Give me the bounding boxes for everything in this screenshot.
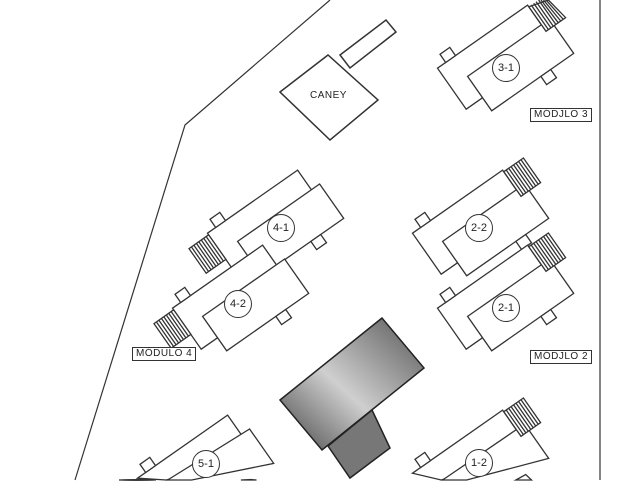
stair-step xyxy=(193,244,212,271)
caney-building xyxy=(278,18,398,142)
stair-step xyxy=(538,0,557,25)
stair-step xyxy=(520,159,539,185)
stair-step xyxy=(545,234,564,260)
stair-step xyxy=(530,244,549,270)
stair-step xyxy=(510,166,529,192)
stairs xyxy=(502,397,542,438)
unit-3-1-label: 3-1 xyxy=(492,54,520,82)
module-3-label: MÓDJLO 3 xyxy=(530,108,593,122)
stair-step xyxy=(508,407,527,434)
stairs xyxy=(502,157,542,198)
stair-step xyxy=(510,406,529,432)
stair-step xyxy=(520,399,539,425)
stair-step xyxy=(535,241,554,267)
window-box xyxy=(514,233,533,251)
stair-step xyxy=(533,2,552,29)
stair-step xyxy=(198,241,217,267)
unit-wall xyxy=(466,258,575,352)
stair-step xyxy=(515,402,534,429)
window-box xyxy=(539,68,558,86)
stair-step xyxy=(535,1,554,27)
window-box xyxy=(539,308,558,326)
window-box xyxy=(309,233,328,251)
stairs xyxy=(188,233,227,275)
window-box xyxy=(414,211,432,229)
unit-2-1-label: 2-1 xyxy=(492,294,520,322)
stair-step xyxy=(542,0,562,22)
stair-step xyxy=(200,239,220,265)
stair-outline xyxy=(527,0,567,33)
stair-step xyxy=(508,167,527,194)
stairs xyxy=(153,308,192,350)
stair-step xyxy=(160,318,180,344)
stair-step xyxy=(540,237,559,264)
stair-step xyxy=(205,236,224,262)
unit-wall xyxy=(466,18,575,112)
window-box xyxy=(174,286,192,304)
stair-step xyxy=(517,401,537,427)
stair-step xyxy=(505,409,524,435)
stair-step xyxy=(163,316,182,342)
window-box xyxy=(439,286,457,304)
stair-step xyxy=(195,243,215,269)
stairs xyxy=(527,0,567,33)
stair-step xyxy=(515,162,534,189)
stair-step xyxy=(545,0,564,20)
window-box xyxy=(209,211,227,229)
stair-step xyxy=(165,314,185,340)
stair-step xyxy=(513,404,532,430)
unit-1-2-label: 1-2 xyxy=(465,449,493,477)
window-box xyxy=(274,308,293,326)
stair-step xyxy=(155,321,175,347)
stair-step xyxy=(170,311,189,337)
window-box xyxy=(513,473,534,481)
stair-step xyxy=(513,164,532,190)
unit-5-1-label: 5-1 xyxy=(192,450,220,478)
window-box xyxy=(240,478,257,481)
stairs xyxy=(527,232,567,273)
window-box xyxy=(439,46,457,64)
stair-step xyxy=(158,319,177,346)
unit-wall xyxy=(201,258,310,352)
main-building xyxy=(278,316,426,480)
stair-step xyxy=(168,312,187,339)
stair-step xyxy=(203,237,222,264)
stair-step xyxy=(190,246,210,272)
unit-4-2-label: 4-2 xyxy=(224,290,252,318)
module-2-label: MÓDJLO 2 xyxy=(530,350,593,364)
stair-step xyxy=(540,0,559,24)
stair-step xyxy=(538,239,557,265)
stair-step xyxy=(530,4,549,30)
window-box xyxy=(139,456,157,474)
site-boundary xyxy=(74,0,601,481)
housing-units xyxy=(118,0,575,481)
unit-wall xyxy=(441,183,550,277)
stair-step xyxy=(505,169,524,195)
unit-2-2-label: 2-2 xyxy=(465,214,493,242)
module-4-label: MÓDULO 4 xyxy=(132,347,197,361)
stair-step xyxy=(517,161,537,187)
caney-label: CANEY xyxy=(310,90,347,101)
stair-step xyxy=(542,236,562,262)
window-box xyxy=(414,451,432,469)
stair-step xyxy=(533,242,552,269)
unit-4-1-label: 4-1 xyxy=(267,214,295,242)
